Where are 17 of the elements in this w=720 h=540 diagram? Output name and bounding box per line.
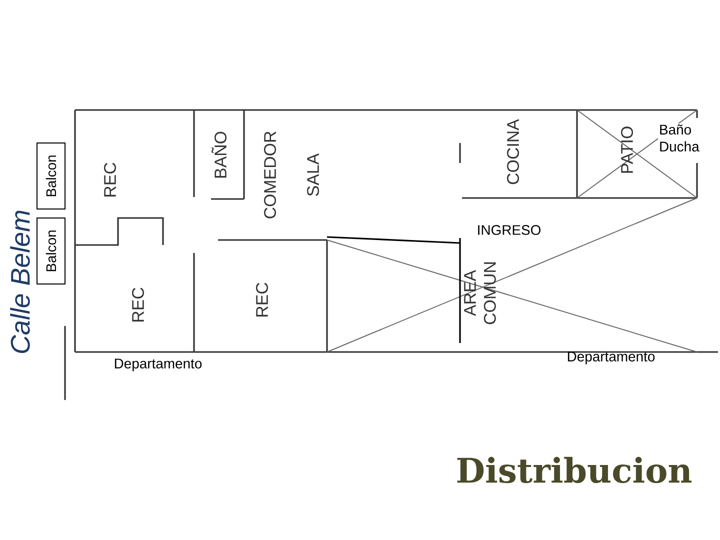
street-name: Calle Belem [10,210,30,354]
room-label: AREA COMUN [464,262,496,324]
room-label: REC [104,162,116,196]
room-label: REC [256,282,268,316]
balcony-box: Balcon [36,142,66,210]
entrance-label: INGRESO [478,225,540,235]
room-label: REC [132,288,144,322]
room-label: SALA [307,153,319,196]
room-label: COMEDOR [264,132,276,218]
unit-label: Departamento [568,352,655,364]
room-label: PATIO [621,126,633,173]
room-label: BAÑO [211,132,227,178]
unit-label: Departamento [114,358,202,372]
room-note: Baño Ducha [658,123,708,153]
balcony-box: Balcon [36,218,66,284]
room-label: COCINA [507,119,519,184]
title: Distribucion [457,456,692,484]
